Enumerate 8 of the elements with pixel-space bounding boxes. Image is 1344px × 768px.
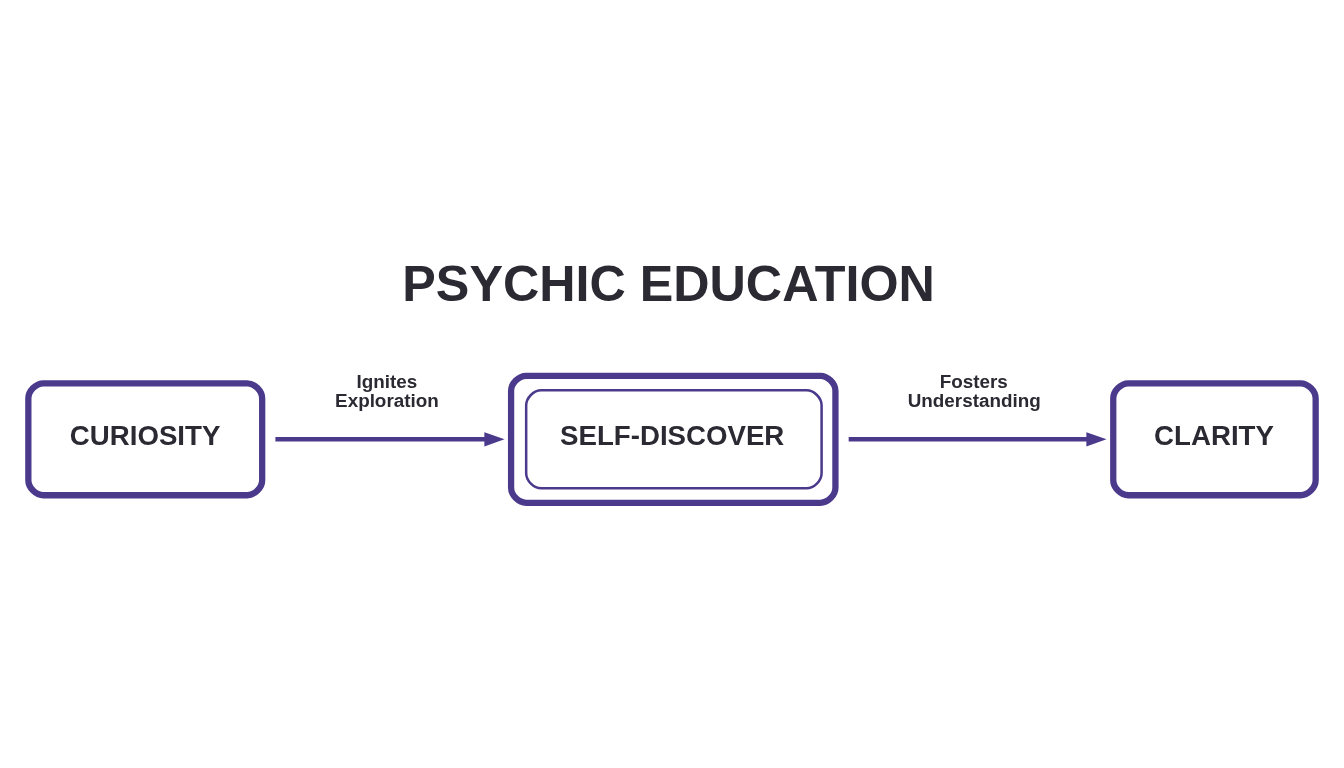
edge-label: Fosters Understanding [907,370,1041,411]
node-box: SELF-DISCOVER [507,372,839,506]
edge-label: Ignites Exploration [335,370,439,411]
diagram-title: PSYCHIC EDUCATION [402,255,935,313]
arrow [275,432,505,447]
arrow [848,432,1107,447]
node-box: CLARITY [1110,380,1319,499]
node-box: CURIOSITY [25,380,266,499]
